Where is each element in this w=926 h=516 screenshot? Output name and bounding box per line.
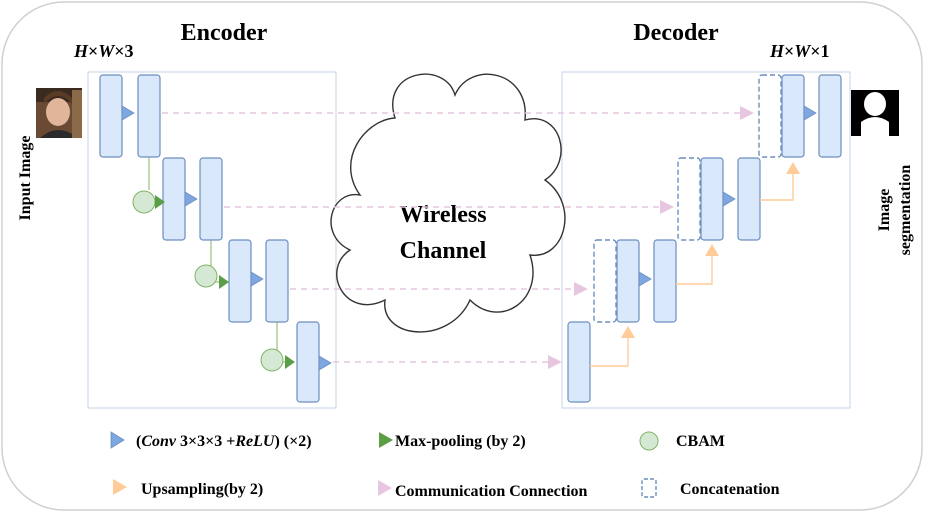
decoder-level-3 [593,239,677,323]
legend-maxpool-icon [379,432,393,448]
downsample-path-3 [260,322,295,372]
channel-label-line1: Wireless [399,202,486,228]
decoder-title: Decoder [633,20,719,46]
legend-cbam-label: CBAM [676,433,725,450]
encoder-level-3 [228,239,289,323]
encoder-level-1 [99,74,161,158]
cbam-circle [194,264,218,288]
legend-conv-icon [110,431,125,449]
legend-upsampling-label: Upsampling(by 2) [141,481,263,498]
conv-triangle [250,271,264,287]
legend-concatenation-label: Concatenation [680,481,780,498]
legend-communication-label: Communication Connection [395,483,588,500]
maxpool-triangle [285,355,295,369]
conv-triangle [318,355,332,371]
legend-maxpool-label: Max-pooling (by 2) [395,433,526,450]
decoder-level-4 [567,321,591,403]
image-segmentation-label-line2: segmentation [897,165,914,256]
conv-triangle [184,191,198,207]
conv-triangle [803,105,817,121]
upsample-paths [590,172,794,367]
input-image-label: Input Image [17,136,34,221]
legend-conv-label: (Conv 3×3×3 +ReLU) (×2) [136,433,312,450]
output-dimensions: H×W×1 [769,41,830,61]
encoder-level-2 [162,157,223,241]
legend-cbam-icon [639,431,659,451]
legend-communication-icon [378,480,392,496]
cbam-circle [260,348,284,372]
communication-arrowheads [548,106,754,369]
maxpool-triangle [155,195,165,209]
channel-label-line2: Channel [400,238,487,264]
input-photo [36,88,82,138]
input-dimensions: H×W×3 [73,41,134,61]
encoder-level-4 [296,321,332,403]
conv-triangle [722,191,736,207]
maxpool-triangle [219,275,229,289]
legend-concatenation-icon [641,478,657,498]
wireless-channel-cloud [330,73,566,333]
decoder-level-1 [758,74,842,158]
decoder-panel [561,71,851,409]
encoder-panel [87,71,337,409]
conv-triangle [121,105,135,121]
downsample-path-1 [132,157,165,214]
legend: (Conv 3×3×3 +ReLU) (×2) Max-pooling (by … [110,431,780,500]
legend-upsampling-icon [113,479,127,495]
encoder-title: Encoder [181,20,268,46]
segmentation-mask [851,90,899,136]
downsample-path-2 [194,240,229,289]
cbam-circle [132,190,156,214]
upsample-arrowheads [621,162,800,338]
decoder-level-2 [677,157,761,241]
conv-triangle [638,271,652,287]
image-segmentation-label-line1: Image [876,189,893,232]
communication-connections [162,112,740,363]
